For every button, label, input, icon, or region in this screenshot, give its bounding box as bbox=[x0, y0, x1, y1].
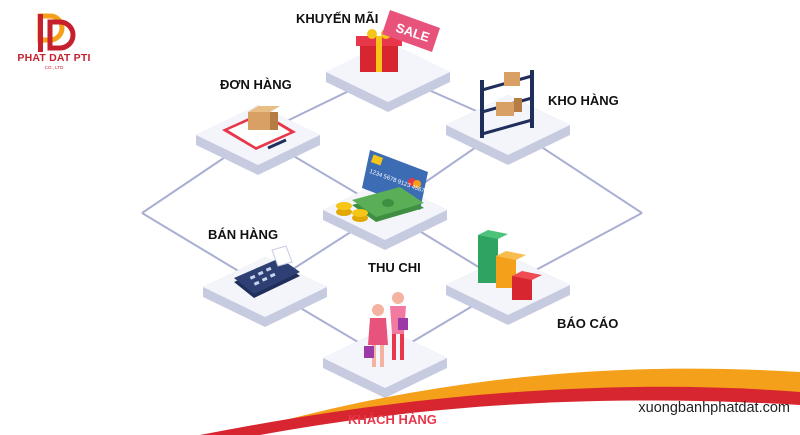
pd-monogram-icon bbox=[37, 13, 76, 52]
website-url: xuongbanhphatdat.com bbox=[638, 400, 790, 416]
company-logo bbox=[8, 8, 106, 78]
node-label-kho-hang: KHO HÀNG bbox=[548, 93, 619, 108]
node-label-don-hang: ĐƠN HÀNG bbox=[220, 77, 292, 92]
node-label-thu-chi: THU CHI bbox=[368, 260, 421, 275]
bar-chart-icon bbox=[478, 230, 542, 300]
platform-khach-hang bbox=[323, 328, 447, 398]
footer-wave bbox=[200, 368, 800, 435]
shoppers-icon bbox=[364, 292, 408, 367]
gift-box-icon bbox=[356, 29, 402, 72]
logo-name: PHAT DAT PTI bbox=[17, 52, 91, 64]
warehouse-shelf-icon bbox=[480, 70, 534, 138]
logo-subtitle: CO., LTD bbox=[44, 65, 64, 70]
pos-terminal-icon bbox=[234, 245, 300, 298]
node-label-ban-hang: BÁN HÀNG bbox=[208, 227, 279, 242]
cash-stack-icon bbox=[336, 187, 424, 222]
clipboard-package-icon bbox=[222, 106, 296, 150]
node-label-khuyen-mai: KHUYẾN MÃI bbox=[296, 11, 379, 26]
node-label-bao-cao: BÁO CÁO bbox=[557, 316, 619, 331]
node-label-khach-hang: KHÁCH HÀNG bbox=[348, 412, 437, 427]
platform-kho-hang bbox=[446, 95, 570, 165]
